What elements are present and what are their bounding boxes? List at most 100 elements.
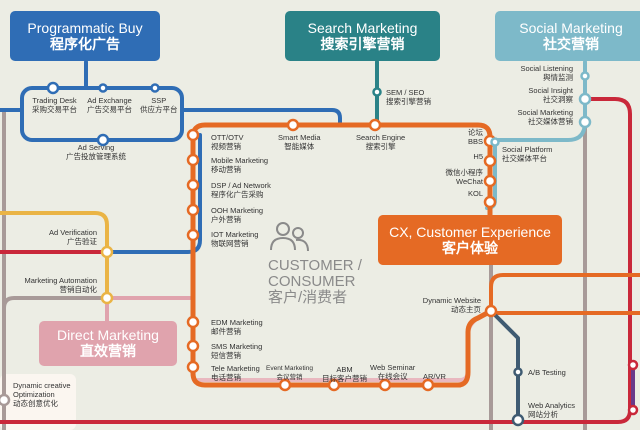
station-label: Dynamic creative: [13, 381, 71, 390]
station-label: Web Analytics: [528, 401, 575, 410]
station-label-zh: 社交媒体营销: [528, 117, 573, 126]
station-arvr: AR/VR: [423, 372, 446, 381]
station-label-zh: 移动营销: [211, 165, 241, 174]
station-label-zh: 广告投放管理系统: [66, 152, 126, 161]
center-line-2: CONSUMER: [268, 273, 356, 290]
orange-loop: [190, 122, 493, 388]
station-label: Social Marketing: [517, 108, 573, 117]
station-label-zh: 搜索引擎营销: [386, 97, 431, 106]
station-label-zh: 网站分析: [528, 410, 558, 419]
station-label: Ad Serving: [77, 143, 115, 152]
station-label-zh: 视频营销: [211, 142, 241, 151]
station-label-zh: 搜索引擎: [365, 142, 396, 151]
station-label: Ad Exchange: [87, 96, 132, 105]
center-line-zh: 客户/消费者: [268, 289, 348, 306]
station-label-zh: 会议营销: [276, 374, 303, 381]
station-label-zh: 程序化广告采购: [211, 190, 264, 199]
station-label-zh: 广告验证: [67, 237, 97, 246]
orange-stations: [186, 118, 498, 392]
station-label-2: Optimization: [13, 390, 55, 399]
programmatic-buy-title-zh: 程序化广告: [50, 35, 120, 52]
station-label: Search Engine: [356, 133, 406, 142]
station-label: A/B Testing: [528, 368, 566, 377]
station-label-zh: 电话营销: [211, 373, 241, 382]
yellow-line: [0, 211, 109, 300]
station-h5: H5: [473, 152, 483, 161]
station-label-zh: 采购交易平台: [32, 105, 77, 114]
station-label: IOT Marketing: [211, 230, 259, 239]
station-label: AR/VR: [423, 372, 446, 381]
station-label-zh: 论坛: [468, 128, 483, 137]
station-label: Event Marketing: [266, 365, 313, 372]
grey-line-automation: [2, 296, 109, 310]
programmatic-buy-box: Programmatic Buy 程序化广告: [10, 11, 160, 61]
station-label-zh: 在线会议: [377, 372, 408, 381]
orange-line-to-website: [425, 308, 494, 388]
social-marketing-box: Social Marketing 社交营销: [495, 11, 640, 61]
station-label: Web Seminar: [370, 363, 416, 372]
programmatic-buy-title: Programmatic Buy: [27, 19, 143, 36]
station-label: BBS: [467, 137, 483, 146]
customer-consumer-label: CUSTOMER / CONSUMER 客户/消费者: [268, 258, 362, 306]
station-label-zh: 动态创意优化: [13, 399, 58, 408]
station-label: Social Listening: [520, 64, 573, 73]
light-blue-stations: [490, 71, 592, 147]
station-kol: KOL: [468, 189, 483, 198]
grey-station: [0, 393, 11, 407]
station-label-zh: 广告交易平台: [87, 105, 132, 114]
station-label: SSP: [151, 96, 167, 105]
station-label: Dynamic Website: [422, 296, 481, 305]
station-label-zh: 舆情监测: [543, 73, 573, 82]
station-label: EDM Marketing: [211, 318, 263, 327]
station-label: OTT/OTV: [211, 133, 244, 142]
station-label-zh: 物联网营销: [211, 239, 249, 248]
orange-line-upper-right: [489, 273, 640, 313]
yellow-stations: [100, 245, 114, 305]
dco-panel: [0, 374, 76, 430]
social-marketing-title: Social Marketing: [519, 19, 623, 36]
station-label-zh: 目标客户营销: [322, 374, 367, 383]
station-label: KOL: [467, 189, 483, 198]
station-label-zh: 供应方平台: [140, 105, 178, 114]
cx-title: CX, Customer Experience: [389, 223, 551, 240]
station-ab-testing: A/B Testing: [528, 368, 566, 377]
station-label: DSP / Ad Network: [211, 181, 271, 190]
station-label: SEM / SEO: [386, 88, 425, 97]
station-label-zh: 营销自动化: [59, 285, 98, 294]
station-label: H5: [473, 152, 483, 161]
direct-marketing-box: Direct Marketing 直效营销: [39, 321, 177, 366]
search-marketing-box: Search Marketing 搜索引擎营销: [285, 11, 440, 61]
blue-line-inner: [108, 133, 202, 254]
teal-station: [372, 87, 382, 97]
station-label-zh: 智能媒体: [284, 142, 315, 151]
station-label-zh: 社交媒体平台: [502, 154, 547, 163]
red-line: [0, 97, 632, 424]
slate-line: [489, 309, 520, 422]
station-label: Mobile Marketing: [211, 156, 269, 165]
station-label: Marketing Automation: [24, 276, 97, 285]
social-marketing-title-zh: 社交营销: [543, 35, 599, 52]
